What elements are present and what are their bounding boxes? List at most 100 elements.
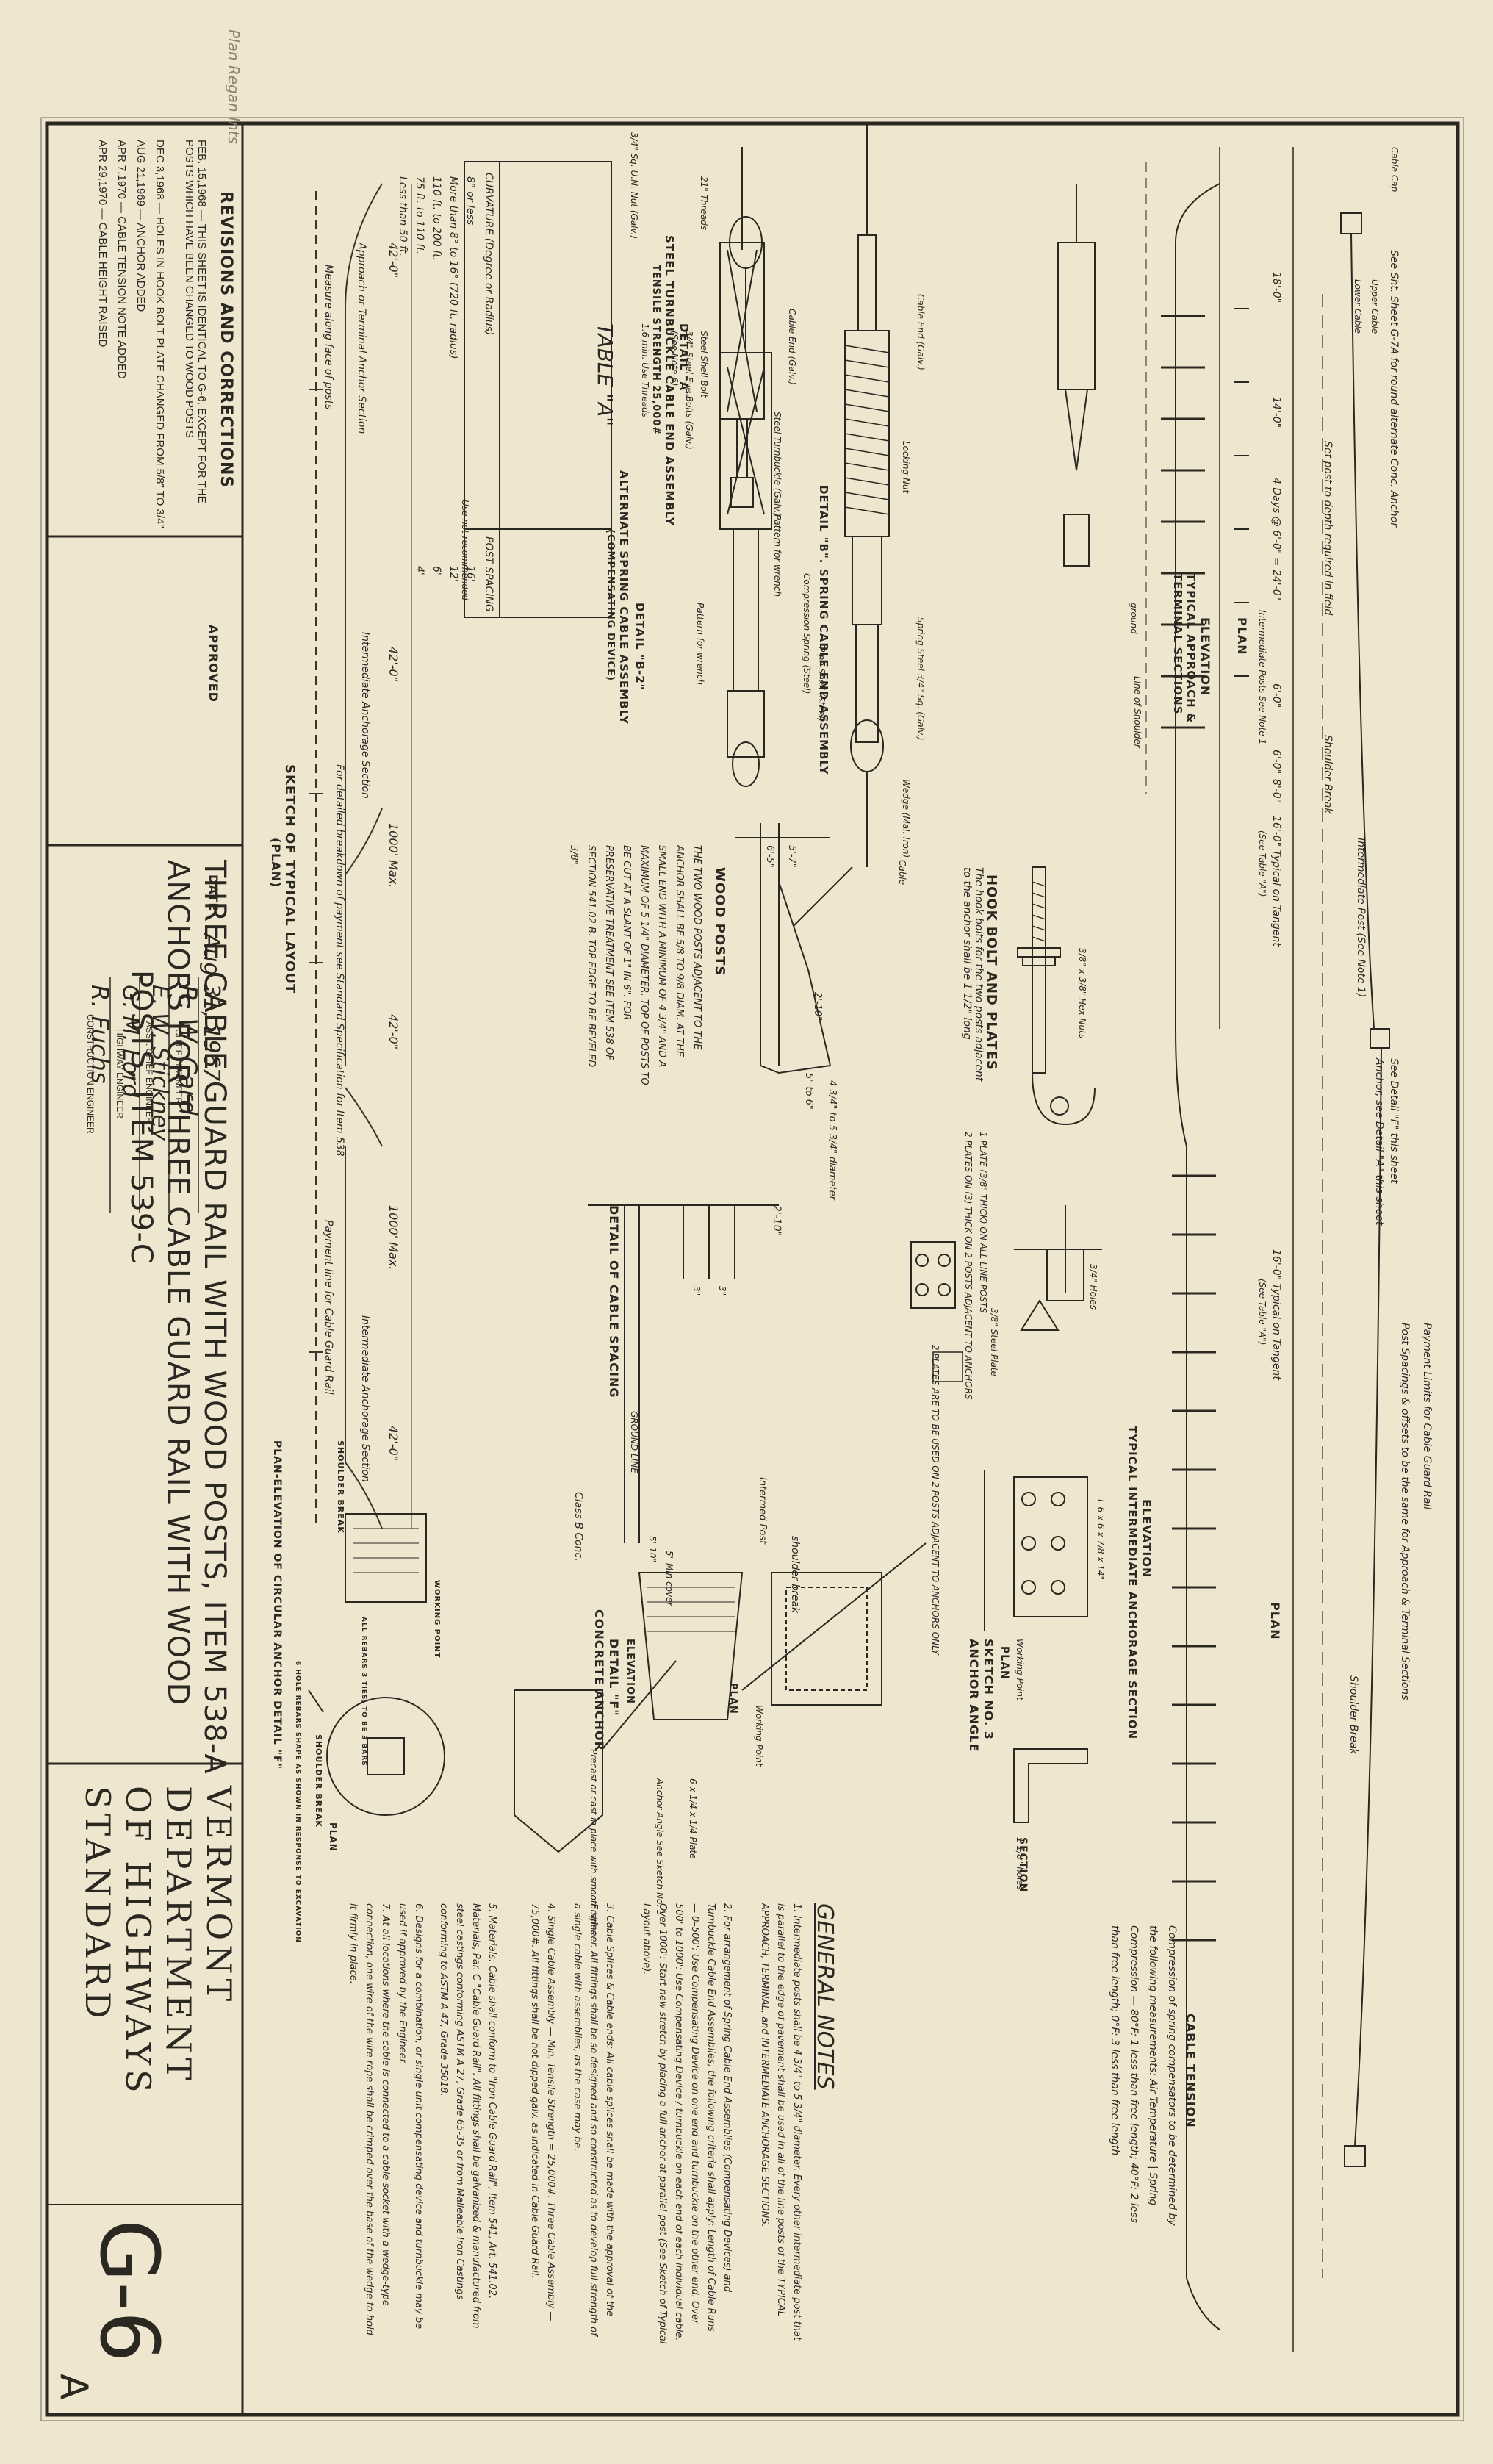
detail-f-label: 5'-10": [647, 1536, 658, 1563]
revision-entry: DEC 3,1968 — HOLES IN HOOK BOLT PLATE CH…: [154, 140, 166, 528]
elevation-subtitle: TYPICAL APPROACH & TERMINAL SECTIONS: [1171, 573, 1198, 724]
plan-dim: 18'-0": [1270, 272, 1282, 303]
cable-tension-title: CABLE TENSION: [1184, 2014, 1198, 2128]
revision-entry: APR 7,1970 — CABLE TENSION NOTE ADDED: [115, 140, 128, 379]
plan-dim: 6'-0": [1270, 750, 1282, 775]
table-a-row: 6': [431, 566, 442, 575]
hook-bolt-drawing: [1014, 866, 1102, 1331]
circular-anchor-label: PLAN: [328, 1822, 338, 1852]
agency-line-3: OF HIGHWAYS: [118, 1786, 158, 2097]
elevation-title: ELEVATION: [1198, 617, 1212, 697]
detail-a-note: TENSILE STRENGTH 25,000#: [650, 265, 661, 436]
layout-label: Payment line for Cable Guard Rail: [323, 1220, 334, 1395]
approved-label: APPROVED: [206, 625, 220, 703]
table-a-header: CURVATURE (Degree or Radius): [483, 173, 494, 336]
layout-label: Measure along face of posts: [323, 265, 334, 410]
layout-label: Intermediate Anchorage Section: [359, 632, 371, 799]
elevation-label: Line of Shoulder: [1132, 676, 1143, 748]
elevation-label: Shoulder Break: [1322, 735, 1334, 814]
detail-f-label: PLAN: [727, 1683, 738, 1714]
elevation-label: See Sht. Sheet G-7A for round alternate …: [1388, 250, 1400, 528]
wood-posts-dim: 6'-5": [764, 845, 775, 868]
sketch-no3-title: SKETCH NO. 3: [982, 1639, 996, 1740]
hook-bolt-label: 2 PLATES ARE TO BE USED ON 2 POSTS ADJAC…: [930, 1345, 940, 1655]
cable-spacing-label: 3": [691, 1286, 702, 1296]
detail-b-label: Locking Nut: [901, 441, 911, 494]
table-a-row: More than 8° to 16° (720 ft. radius): [447, 176, 459, 359]
table-a-header: POST SPACING: [483, 536, 494, 612]
hook-bolt-label: 3/8" x 3/8" Hex Nuts: [1077, 948, 1087, 1039]
elevation-label: Cable Cap: [1389, 147, 1400, 193]
elevation-label: Upper Cable: [1370, 279, 1380, 334]
detail-a-label: 3/4" Sq. U.N. Nut (Galv.): [629, 132, 639, 240]
corner-note: Plan Regan Ints: [225, 29, 242, 144]
sketch-no3-subtitle: ANCHOR ANGLE: [967, 1639, 981, 1753]
revision-entry: FEB. 15,1968 — THIS SHEET IS IDENTICAL T…: [183, 140, 208, 503]
hook-bolt-label: 2 PLATES ON (3) THICK ON 2 POSTS ADJACEN…: [963, 1132, 974, 1400]
detail-b2-label: 3/4" Steel Eye Bolts (Galv.): [684, 331, 694, 450]
title-line-3: POSTS, ITEM 539-C: [124, 970, 158, 1265]
revision-entry: APR 29,1970 — CABLE HEIGHT RAISED: [96, 140, 109, 348]
anchor-angle-drawing: [984, 1470, 1088, 1823]
intermediate-label: (See Table "A"): [1257, 1279, 1267, 1346]
detail-b-label: Spring Steel 3/4" Sq. (Galv.): [915, 617, 926, 741]
plan-label: Intermediate Posts See Note 1: [1257, 610, 1267, 745]
wood-posts-notes: THE TWO WOOD POSTS ADJACENT TO THE ANCHO…: [568, 845, 702, 1085]
wood-post-drawing: [735, 823, 853, 1074]
table-a-grid: [464, 161, 612, 618]
layout-dim: 1000' Max.: [386, 1205, 400, 1271]
plan-dim: 6'-0": [1270, 683, 1282, 708]
sketch-no3-label: L 6 x 6 x 7/8 x 14": [1096, 1499, 1106, 1581]
circular-anchor-label: ALL REBARS 3 TIES, TO BE 3 BARS: [360, 1617, 367, 1767]
revision-entry: AUG 21,1969 — ANCHOR ADDED: [134, 140, 147, 312]
elevation-label: Lower Cable: [1353, 279, 1363, 334]
hook-bolt-label: 3/8" Steel Plate: [989, 1308, 999, 1376]
general-note: 3. Cable Splices & Cable ends: All cable…: [572, 1903, 615, 2336]
sketch-no3-label: PLAN: [999, 1646, 1010, 1680]
plan-dim: 14'-0": [1270, 397, 1282, 428]
wood-posts-dim: 5'-7": [786, 845, 797, 868]
table-a-row: 12': [447, 566, 459, 582]
plan-title: PLAN: [1235, 617, 1249, 655]
plan-bottom-title: PLAN: [1268, 1602, 1282, 1640]
elevation-label: Set post to depth required in field: [1322, 441, 1334, 616]
agency-line-4: STANDARD: [78, 1786, 118, 2023]
detail-f-label: Class B Conc.: [572, 1492, 584, 1562]
sketch-layout-subtitle: (PLAN): [269, 838, 283, 888]
approach-elevation-drawing: [1057, 162, 1220, 2330]
detail-a-label: 1.6 min. Use Threads: [640, 323, 650, 417]
elevation-label: Intermediate Post (See Note 1): [1355, 838, 1367, 998]
plan-label: (See Table "A"): [1257, 830, 1267, 897]
table-a-row: 8° or less: [464, 176, 476, 226]
detail-b-drawing: [844, 125, 890, 867]
detail-b-label: Cable: [897, 860, 907, 886]
intermediate-label: See Detail "F" this sheet: [1388, 1058, 1400, 1184]
cable-spacing-title: DETAIL OF CABLE SPACING: [607, 1205, 621, 1398]
detail-a-label: 21" Threads: [699, 176, 709, 231]
general-note: 2. For arrangement of Spring Cable End A…: [641, 1903, 733, 2344]
wood-posts-dim: 4 3/4" to 5 3/4" diameter: [827, 1080, 838, 1200]
circular-anchor-label: WORKING POINT: [433, 1580, 441, 1659]
detail-f-label: Anchor Angle See Sketch No. 3: [655, 1778, 665, 1916]
wood-posts-dim: 2'-10": [812, 992, 823, 1021]
general-note: 4. Single Cable Assembly — Min. Tensile …: [529, 1903, 556, 2321]
table-a-row: Use not recommended: [460, 500, 470, 600]
approach-plan-drawing: [1234, 147, 1390, 2352]
table-a-row: 110 ft. to 200 ft.: [431, 176, 442, 262]
cable-tension-text: Compression of spring compensators to be…: [1109, 1925, 1178, 2226]
intermediate-label: 16'-0" Typical on Tangent: [1270, 1249, 1282, 1380]
circular-anchor-label: SHOULDER BREAK: [314, 1734, 323, 1828]
cable-spacing-label: 2'-10": [771, 1205, 783, 1237]
elevation-intermediate-subtitle: TYPICAL INTERMEDIATE ANCHORAGE SECTION: [1126, 1426, 1139, 1740]
cable-spacing-label: GROUND LINE: [629, 1411, 639, 1473]
detail-f-label: 6 x 1/4 x 1/4 Plate: [688, 1778, 698, 1859]
detail-f-label: 5" Min cover: [664, 1551, 674, 1606]
detail-b-label: Wedge (Mal. Iron): [901, 779, 911, 858]
general-note: 5. Materials: Cable shall conform to "Ir…: [438, 1903, 497, 2329]
detail-f-label: shoulder break: [789, 1536, 801, 1614]
cable-spacing-drawing: [588, 1204, 779, 1543]
general-note: 1. Intermediate posts shall be 4 3/4" to…: [759, 1903, 802, 2341]
layout-dim: 42'-0": [386, 1014, 400, 1050]
sheet-outer-border: [40, 117, 1464, 2421]
